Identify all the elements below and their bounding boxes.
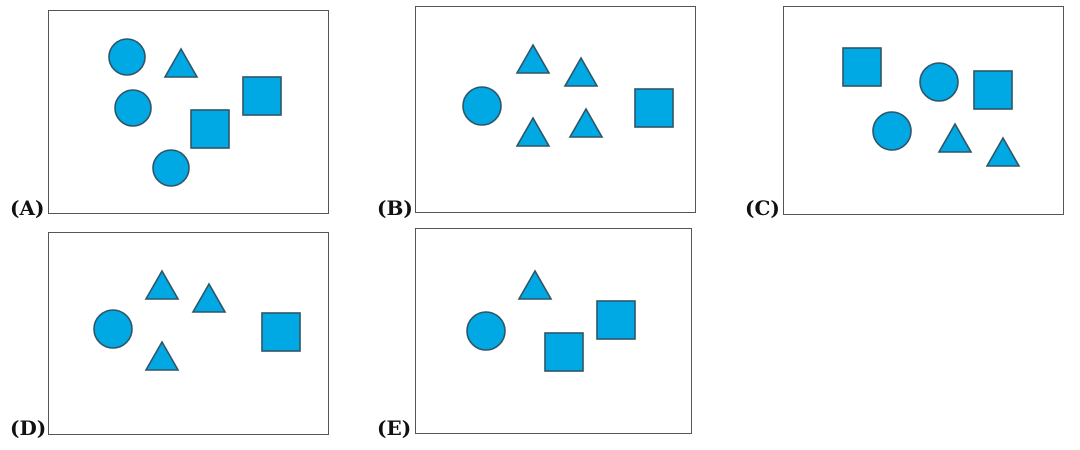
- triangle-shape: [191, 282, 227, 313]
- option-d-panel[interactable]: [48, 232, 329, 435]
- option-c-label: (C): [745, 196, 780, 220]
- triangle-shape: [985, 136, 1021, 167]
- triangle-shape: [515, 116, 551, 147]
- circle-shape: [152, 149, 190, 187]
- square-shape: [242, 76, 282, 116]
- option-b-label: (B): [377, 196, 413, 220]
- circle-shape: [114, 89, 152, 127]
- square-shape: [261, 312, 301, 352]
- circle-shape: [466, 311, 506, 351]
- triangle-shape: [937, 122, 973, 153]
- triangle-shape: [144, 340, 180, 371]
- square-shape: [973, 70, 1013, 110]
- triangle-shape: [515, 43, 551, 74]
- triangle-shape: [163, 47, 199, 78]
- square-shape: [596, 300, 636, 340]
- option-b-figure: [462, 43, 674, 147]
- option-a-panel[interactable]: [48, 10, 329, 214]
- circle-shape: [462, 86, 502, 126]
- option-e-panel[interactable]: [415, 228, 692, 434]
- square-shape: [190, 109, 230, 149]
- circle-shape: [872, 111, 912, 151]
- triangle-shape: [517, 269, 553, 300]
- option-d-label: (D): [10, 416, 47, 440]
- option-e-label: (E): [377, 416, 412, 440]
- triangle-shape: [563, 56, 599, 87]
- circle-shape: [93, 309, 133, 349]
- square-shape: [544, 332, 584, 372]
- option-c-figure: [842, 47, 1021, 167]
- circle-shape: [919, 62, 959, 102]
- square-shape: [634, 88, 674, 128]
- option-a-figure: [108, 38, 282, 187]
- option-b-panel[interactable]: [415, 6, 696, 213]
- option-c-panel[interactable]: [783, 6, 1064, 215]
- option-a-label: (A): [10, 196, 45, 220]
- circle-shape: [108, 38, 146, 76]
- triangle-shape: [144, 269, 180, 300]
- option-d-figure: [93, 269, 301, 371]
- option-e-figure: [466, 269, 636, 372]
- triangle-shape: [568, 107, 604, 138]
- square-shape: [842, 47, 882, 87]
